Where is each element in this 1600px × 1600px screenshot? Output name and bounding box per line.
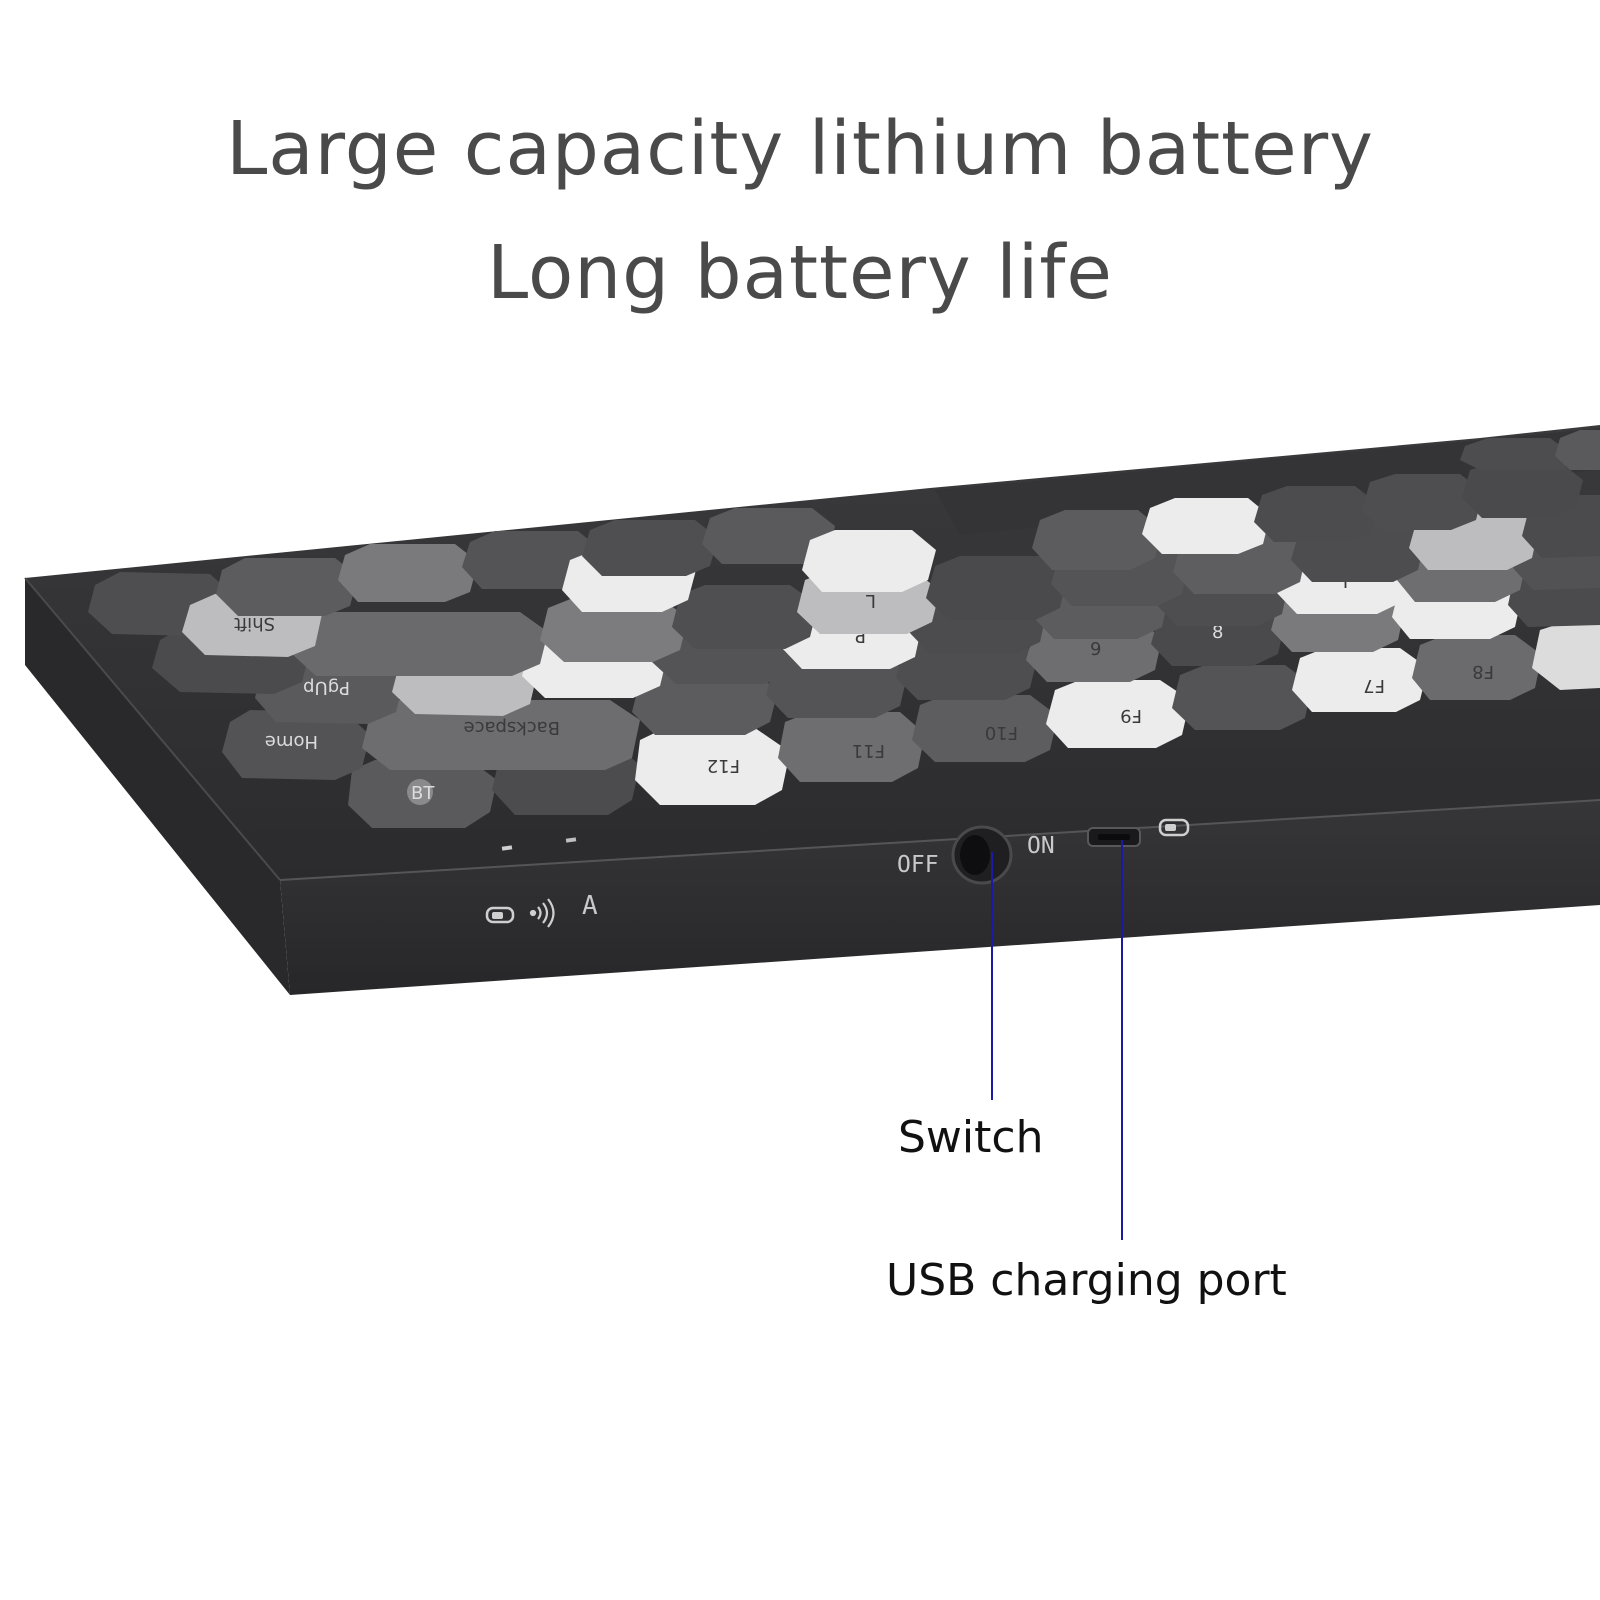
led-indicator-2 [565, 837, 577, 843]
keyboard-left-side [25, 578, 290, 995]
mode-indicator-label: A [582, 891, 598, 921]
key-f7[interactable]: F7 [1292, 648, 1428, 712]
key-slash[interactable] [672, 585, 818, 649]
key-p-label: P [855, 625, 866, 646]
usb-port-callout: USB charging port [886, 1255, 1287, 1306]
key-a-back[interactable] [338, 544, 478, 602]
key-backspace-label: Backspace [463, 717, 560, 738]
headline-line-1: Large capacity lithium battery [226, 106, 1374, 192]
headline-line-2: Long battery life [487, 230, 1113, 316]
key-backspace[interactable]: Backspace [362, 700, 640, 770]
battery-icon [485, 906, 515, 924]
key-f12-label: F12 [707, 755, 740, 776]
key-f11[interactable]: F11 [778, 712, 925, 782]
key-f7-label: F7 [1363, 675, 1385, 696]
key-eight-label: 8 [1212, 622, 1223, 643]
key-r-back[interactable] [702, 508, 835, 564]
key-top-right-b[interactable] [1555, 430, 1600, 470]
switch-on-label: ON [1027, 833, 1055, 859]
key-f11-label: F11 [852, 740, 885, 761]
switch-off-label: OFF [897, 852, 939, 878]
key-f9-label: F9 [1120, 705, 1142, 726]
key-pgup-label: PgUp [303, 677, 350, 698]
key-zero-back[interactable] [1362, 474, 1483, 530]
key-k[interactable] [926, 556, 1067, 620]
key-l-label: L [866, 590, 876, 611]
key-minus-back[interactable] [1462, 462, 1583, 518]
switch-callout: Switch [898, 1112, 1044, 1163]
power-switch-icon[interactable] [951, 825, 1013, 885]
key-home-label: Home [265, 731, 318, 752]
charging-battery-icon [1158, 818, 1190, 837]
key-f8-label: F8 [1472, 661, 1494, 682]
key-t-back[interactable] [802, 530, 936, 592]
key-bracket[interactable] [632, 670, 778, 735]
key-quote[interactable] [540, 598, 688, 662]
key-nine-label: 9 [1090, 639, 1101, 660]
key-f12[interactable]: F12 [635, 728, 790, 805]
micro-usb-port-icon[interactable] [1087, 827, 1141, 847]
key-top-right-a[interactable] [1460, 438, 1572, 470]
rear-panel [935, 428, 1600, 535]
key-f9[interactable]: F9 [1046, 680, 1190, 748]
keyboard-front-face [280, 800, 1600, 995]
wireless-signal-icon [529, 898, 555, 928]
key-nine-back[interactable] [1254, 486, 1378, 542]
keycaps: BT F12 F11 F10 F9 F7 F8 [88, 430, 1600, 828]
key-f10[interactable]: F10 [912, 695, 1058, 762]
key-bt[interactable]: BT [348, 760, 497, 828]
key-f8[interactable]: F8 [1412, 635, 1542, 700]
key-bt-label: BT [411, 783, 435, 804]
key-u-back[interactable] [1032, 510, 1162, 570]
key-f10-label: F10 [985, 722, 1018, 743]
key-edge-right[interactable] [1532, 622, 1600, 690]
key-e-back[interactable] [582, 520, 718, 576]
key-q-back[interactable] [462, 531, 600, 589]
key-shift-label: Shift [234, 613, 275, 634]
led-indicator-1 [501, 845, 513, 851]
key-eight-back[interactable] [1142, 498, 1270, 554]
key-wide-left[interactable] [292, 612, 548, 676]
key-f8-neighbor[interactable] [1172, 665, 1312, 730]
key-wide-back[interactable] [216, 558, 358, 616]
key-home[interactable]: Home [222, 710, 370, 780]
